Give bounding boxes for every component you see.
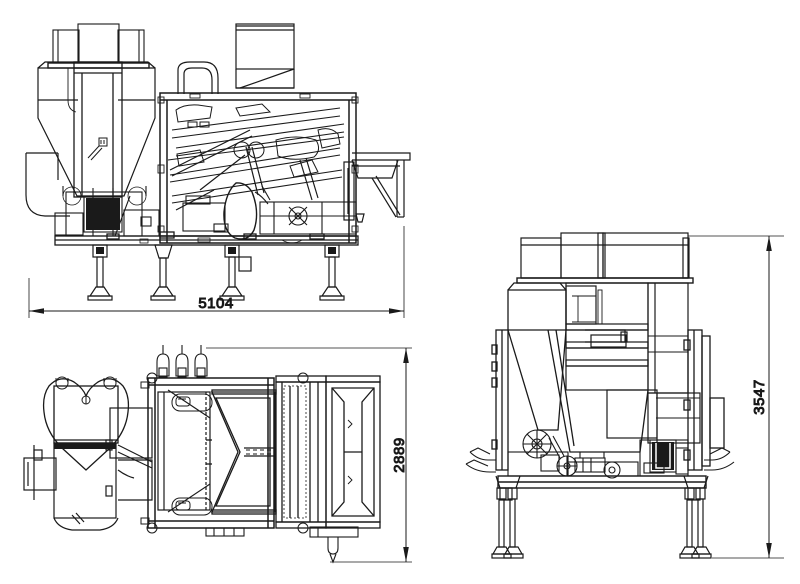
plan-main-frame [147, 377, 275, 529]
dimension-overall-width: 2889 [206, 347, 412, 563]
discharge-chute [343, 152, 411, 223]
support-leg [319, 244, 345, 301]
view-front-elevation [25, 23, 411, 301]
support-leg [219, 244, 252, 301]
plan-left-frame [33, 407, 153, 501]
dimension-label-height: 3547 [751, 379, 768, 414]
dimension-arrow-bottom [766, 543, 772, 558]
plan-braces [117, 389, 211, 513]
lower-scoop [25, 152, 70, 217]
side-upper-details [572, 289, 700, 419]
feed-chute [235, 23, 295, 89]
side-inclined-panel [547, 329, 649, 453]
frame-joint-plates [157, 93, 359, 233]
plan-hopper-slot-group [246, 449, 272, 455]
support-leg [87, 244, 113, 301]
plan-rear-details [205, 526, 359, 564]
plan-lower-hopper [53, 442, 119, 531]
side-fan-housings [516, 232, 694, 284]
dimension-arrow-bottom [403, 547, 409, 562]
screen-end-fittings [175, 103, 341, 178]
dimension-label-width: 2889 [391, 437, 408, 472]
dimension-overall-height: 3547 [688, 235, 784, 559]
base-rail [54, 231, 359, 246]
support-leg [150, 244, 176, 301]
elevator-column [73, 61, 123, 198]
drive-motor-assembly [54, 186, 160, 237]
inspection-hatch [87, 137, 108, 161]
aspirator-body [223, 182, 258, 240]
dimension-arrow-right [389, 308, 404, 314]
dimension-label-length: 5104 [198, 295, 233, 312]
frame-braces [169, 129, 319, 211]
dimension-arrow-left [29, 308, 44, 314]
aspiration-duct [177, 61, 219, 94]
dimension-arrow-top [766, 236, 772, 251]
cyclone-internal-pipe [67, 68, 77, 113]
side-right-frame [683, 329, 725, 471]
side-left-frame [491, 329, 509, 471]
view-plan [23, 345, 381, 564]
plan-side-outlet [23, 449, 57, 491]
side-drive-pulleys [522, 429, 621, 479]
side-support-legs [491, 475, 712, 559]
plan-inner-panel [157, 391, 211, 511]
support-legs-group [87, 244, 345, 301]
plan-corner-fittings [140, 372, 309, 534]
front-view-small-details [139, 237, 303, 244]
lower-machinery [182, 185, 357, 235]
plan-rear-outlet-box [325, 375, 381, 529]
side-wing-spouts [465, 447, 735, 473]
dimension-overall-length: 5104 [28, 226, 405, 318]
dimension-arrow-top [403, 348, 409, 363]
view-side-elevation [465, 232, 735, 559]
plan-stack-outlets [156, 345, 208, 378]
